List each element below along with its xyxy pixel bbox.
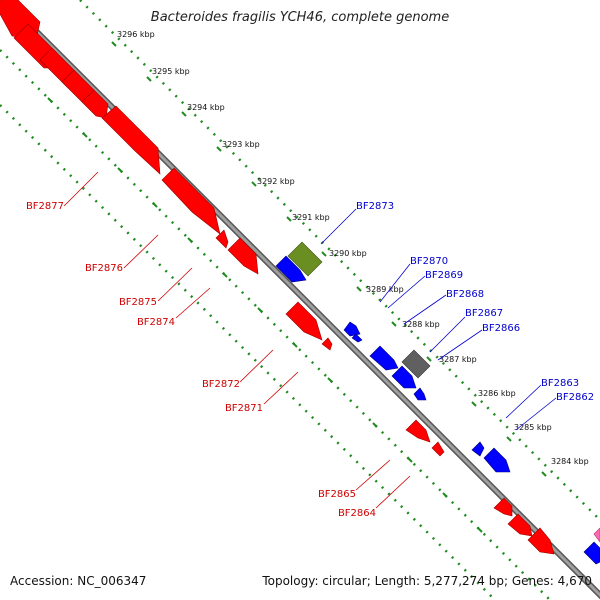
gene-arrow [391, 365, 417, 389]
gene-arrow [81, 89, 109, 119]
gene-arrow [321, 337, 333, 351]
gene-label: BF2875 [119, 297, 157, 308]
gene-arrow [493, 497, 513, 517]
gene-arrow [413, 387, 427, 401]
forward-strand-genes [275, 255, 600, 565]
gene-arrow [161, 167, 221, 235]
map-title: Bacteroides fragilis YCH46, complete gen… [150, 10, 450, 25]
accession-text: Accession: NC_006347 [10, 574, 147, 588]
gene-arrow [431, 441, 445, 457]
upper-gene-labels: BF2873 BF2870 BF2869 BF2868 BF2867 BF286… [356, 201, 594, 403]
scale-label: 3295 kbp [152, 67, 190, 76]
olive-feature [287, 241, 323, 277]
scale-label: 3294 kbp [187, 103, 225, 112]
scale-label: 3293 kbp [222, 140, 260, 149]
gene-label: BF2869 [425, 270, 463, 281]
gene-arrow [471, 441, 485, 457]
scale-track-upper [79, 0, 600, 521]
scale-label: 3288 kbp [402, 320, 440, 329]
scale-label: 3292 kbp [257, 177, 295, 186]
scale-label: 3290 kbp [329, 249, 367, 258]
gene-arrow [343, 321, 361, 337]
gene-arrow [351, 333, 363, 343]
gene-label: BF2862 [556, 392, 594, 403]
pink-feature [593, 527, 600, 543]
gene-label: BF2864 [338, 508, 376, 519]
gene-arrow [527, 527, 555, 555]
scale-track-upper-ticks [111, 41, 547, 477]
lower-gene-labels: BF2877 BF2876 BF2875 BF2874 BF2872 BF287… [26, 201, 376, 519]
gene-label: BF2865 [318, 489, 356, 500]
upper-gene-leaders [320, 208, 557, 431]
scale-label: 3291 kbp [292, 213, 330, 222]
gene-arrow [507, 513, 533, 537]
gene-arrow [285, 301, 323, 341]
gene-arrow [215, 229, 229, 249]
gene-arrow [369, 345, 399, 371]
reverse-strand-genes [0, 0, 555, 555]
genome-summary: Topology: circular; Length: 5,277,274 bp… [262, 574, 592, 588]
gene-arrow [483, 447, 511, 473]
scale-track-inner [0, 104, 496, 600]
scale-label: 3285 kbp [514, 423, 552, 432]
gene-label: BF2876 [85, 263, 123, 274]
gene-arrow [583, 541, 600, 565]
gene-label: BF2867 [465, 308, 503, 319]
gene-arrow [227, 237, 259, 275]
other-features [287, 241, 600, 543]
scale-label: 3287 kbp [439, 355, 477, 364]
genes-text: Genes: 4,670 [511, 574, 592, 588]
gene-arrow [101, 105, 161, 175]
scale-label: 3289 kbp [366, 285, 404, 294]
gene-label: BF2873 [356, 201, 394, 212]
length-text: Length: 5,277,274 bp; [374, 574, 509, 588]
gene-label: BF2874 [137, 317, 175, 328]
gene-label: BF2868 [446, 289, 484, 300]
gene-arrow [275, 255, 307, 283]
scale-label: 3286 kbp [478, 389, 516, 398]
gene-arrow [405, 419, 431, 443]
gene-label: BF2871 [225, 403, 263, 414]
gene-label: BF2866 [482, 323, 520, 334]
scale-track-lower-ticks [47, 97, 483, 533]
scale-label: 3284 kbp [551, 457, 589, 466]
gene-label: BF2877 [26, 201, 64, 212]
scale-labels: 3296 kbp 3295 kbp 3294 kbp 3293 kbp 3292… [117, 30, 589, 466]
topology-text: Topology: circular; [262, 574, 371, 588]
gray-feature [401, 349, 431, 379]
gene-label: BF2870 [410, 256, 448, 267]
gene-label: BF2863 [541, 378, 579, 389]
gene-label: BF2872 [202, 379, 240, 390]
scale-label: 3296 kbp [117, 30, 155, 39]
lower-gene-leaders [63, 171, 411, 509]
